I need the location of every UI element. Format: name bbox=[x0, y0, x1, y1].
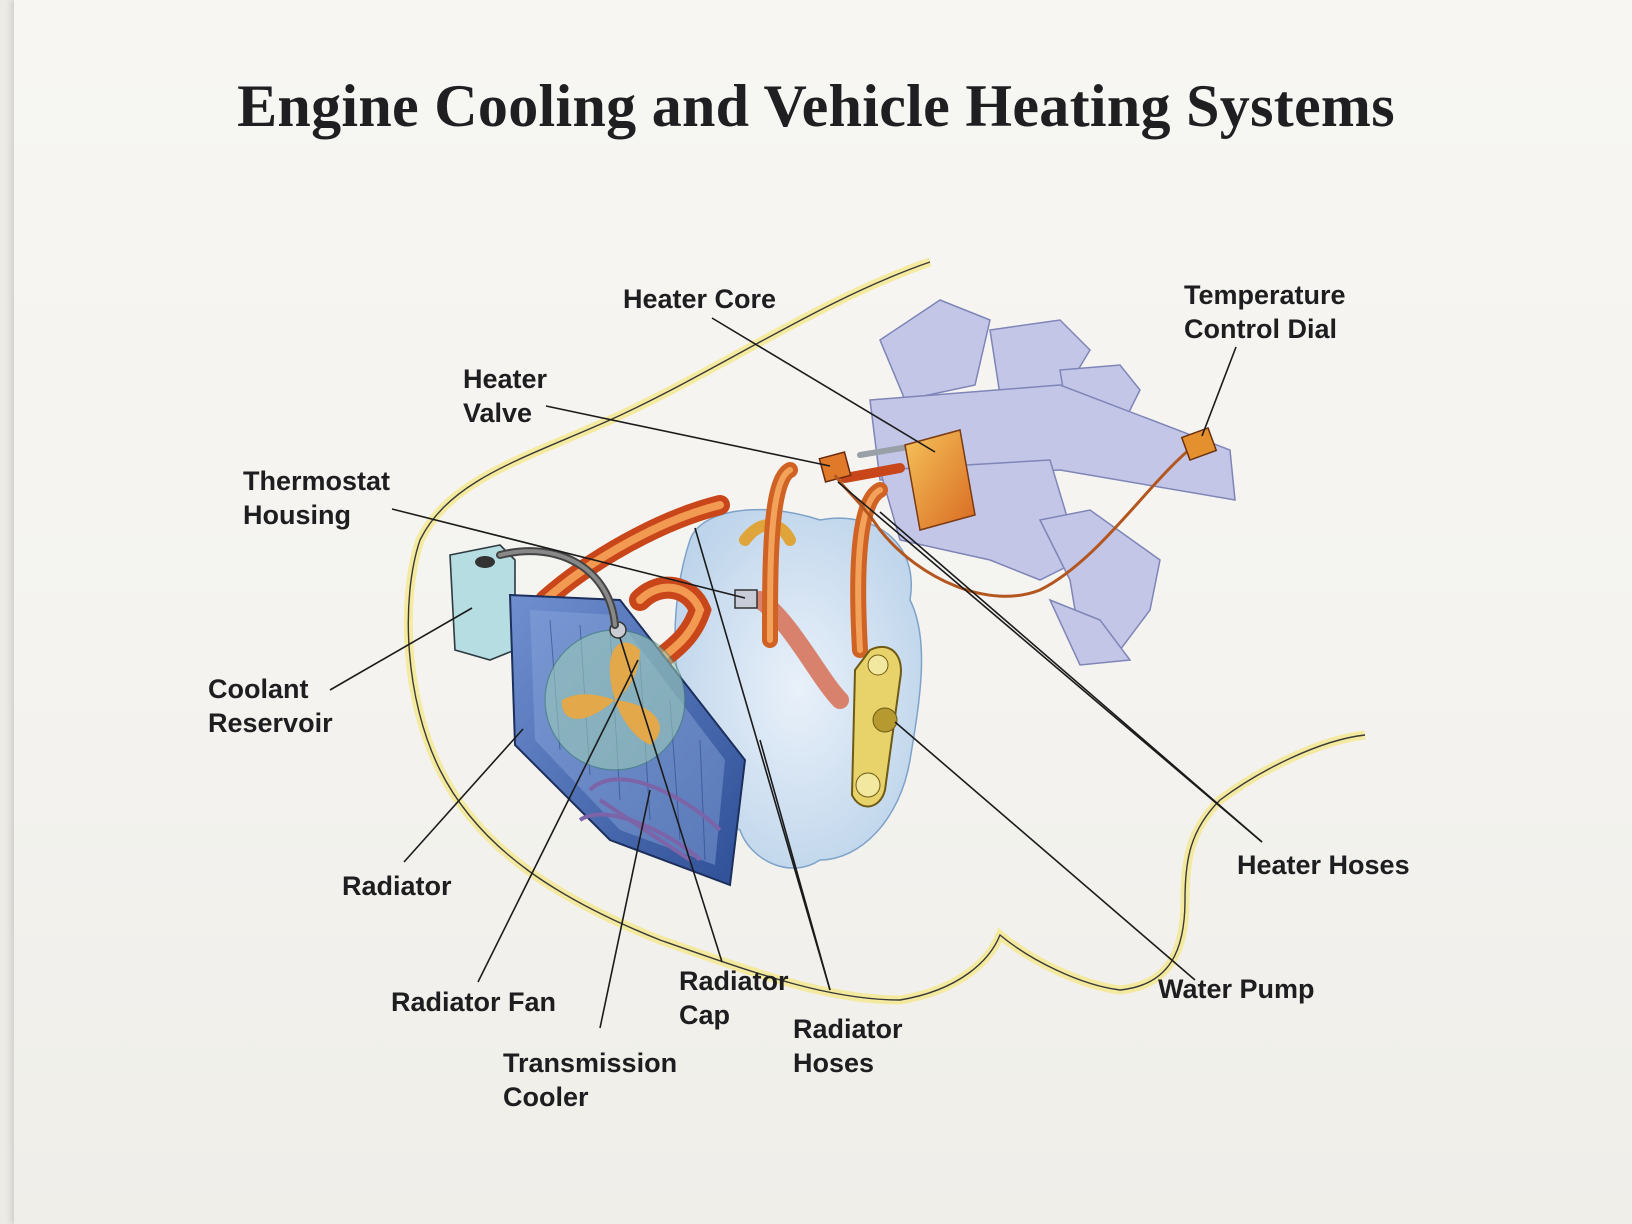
thermostat-housing-shape bbox=[734, 589, 758, 609]
leader-lines bbox=[329, 317, 1263, 1029]
label-coolant-reservoir: Coolant Reservoir bbox=[208, 674, 333, 738]
label-radiator-fan: Radiator Fan bbox=[391, 987, 557, 1017]
label-transmission-cooler: Transmission Cooler bbox=[503, 1048, 678, 1112]
heater-ducting bbox=[869, 299, 1236, 666]
label-heater-hoses: Heater Hoses bbox=[1237, 850, 1410, 880]
label-thermostat-housing: Thermostat Housing bbox=[243, 466, 391, 530]
label-radiator-hoses: Radiator Hoses bbox=[793, 1014, 903, 1078]
radiator-hoses bbox=[535, 495, 849, 709]
heater-core-shape bbox=[904, 429, 976, 531]
label-water-pump: Water Pump bbox=[1158, 974, 1315, 1004]
label-heater-valve: Heater Valve bbox=[463, 364, 548, 428]
heater-hoses bbox=[762, 442, 923, 658]
water-pump-shape bbox=[850, 645, 902, 808]
diagram-title: Engine Cooling and Vehicle Heating Syste… bbox=[237, 73, 1395, 139]
label-heater-core: Heater Core bbox=[623, 284, 777, 314]
label-radiator-cap: Radiator Cap bbox=[679, 966, 789, 1030]
label-temperature-control-dial: Temperature Control Dial bbox=[1184, 280, 1346, 344]
temperature-control-cable bbox=[833, 443, 1196, 598]
transmission-cooler-shape bbox=[578, 777, 722, 862]
radiator-fan-shape bbox=[544, 629, 686, 771]
temperature-control-dial-shape bbox=[1180, 426, 1218, 462]
label-radiator: Radiator bbox=[342, 871, 452, 901]
coolant-reservoir-shape bbox=[449, 544, 516, 661]
